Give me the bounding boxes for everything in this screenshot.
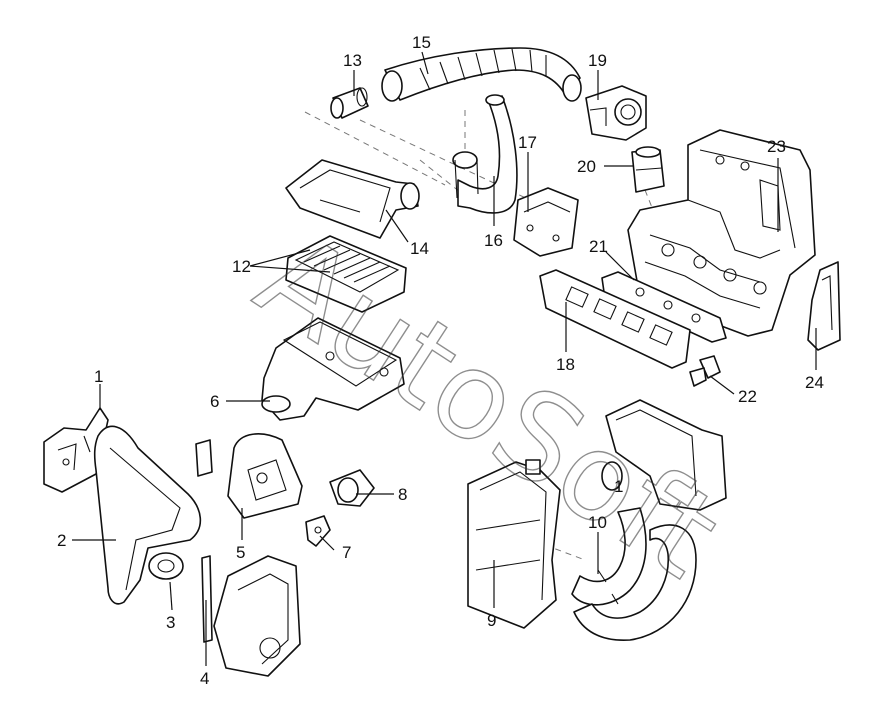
expansion-tank-9 xyxy=(467,459,561,629)
air-filter-housing-6 xyxy=(261,317,405,421)
sensor-22 xyxy=(689,355,721,387)
egr-valve-20 xyxy=(631,146,665,193)
hose-10 xyxy=(571,507,697,641)
callout-1: 1 xyxy=(94,367,103,386)
timing-belt-2 xyxy=(93,425,202,605)
hose-fitting-13 xyxy=(330,87,369,119)
bracket-1-left xyxy=(43,407,109,493)
manifold-gasket-18 xyxy=(539,269,691,369)
callout-4: 4 xyxy=(200,669,209,688)
callout-7: 7 xyxy=(342,543,351,562)
callout-15: 15 xyxy=(412,33,431,52)
callout-14: 14 xyxy=(410,239,429,258)
callout-6: 6 xyxy=(210,392,219,411)
callout-12: 12 xyxy=(232,257,251,276)
callout-16: 16 xyxy=(484,231,503,250)
callout-5: 5 xyxy=(236,543,245,562)
callout-19: 19 xyxy=(588,51,607,70)
callout-3: 3 xyxy=(166,613,175,632)
callout-1b: 1 xyxy=(614,477,623,496)
callout-10: 10 xyxy=(588,513,607,532)
callout-20: 20 xyxy=(577,157,596,176)
bracket-7 xyxy=(305,515,331,547)
engine-mount-5 xyxy=(227,433,303,519)
air-filter-element-12 xyxy=(285,235,407,313)
bracket-24 xyxy=(807,261,841,351)
callout-23: 23 xyxy=(767,137,786,156)
tensioner-pulley-3 xyxy=(148,552,184,580)
air-filter-lid-14 xyxy=(285,159,420,239)
callout-labels: 1 1 2 3 4 5 6 7 8 9 10 11 12 13 14 15 16… xyxy=(57,33,824,688)
callout-9: 9 xyxy=(487,611,496,630)
clip-left xyxy=(195,439,213,477)
cylinder-head-23 xyxy=(627,129,816,337)
callout-17: 17 xyxy=(518,133,537,152)
callout-2: 2 xyxy=(57,531,66,550)
throttle-body-19 xyxy=(585,85,647,141)
intake-pipe-11 xyxy=(601,399,727,511)
callout-13: 13 xyxy=(343,51,362,70)
callout-8: 8 xyxy=(398,485,407,504)
callout-21: 21 xyxy=(589,237,608,256)
air-intake-hose-15 xyxy=(381,47,582,102)
cover-17 xyxy=(513,187,579,257)
timing-cover-4 xyxy=(201,555,301,677)
bushing-8 xyxy=(329,469,375,507)
callout-18: 18 xyxy=(556,355,575,374)
callout-24: 24 xyxy=(805,373,824,392)
leader-lines xyxy=(72,51,817,666)
callout-22: 22 xyxy=(738,387,757,406)
coolant-hose-16 xyxy=(452,94,518,214)
